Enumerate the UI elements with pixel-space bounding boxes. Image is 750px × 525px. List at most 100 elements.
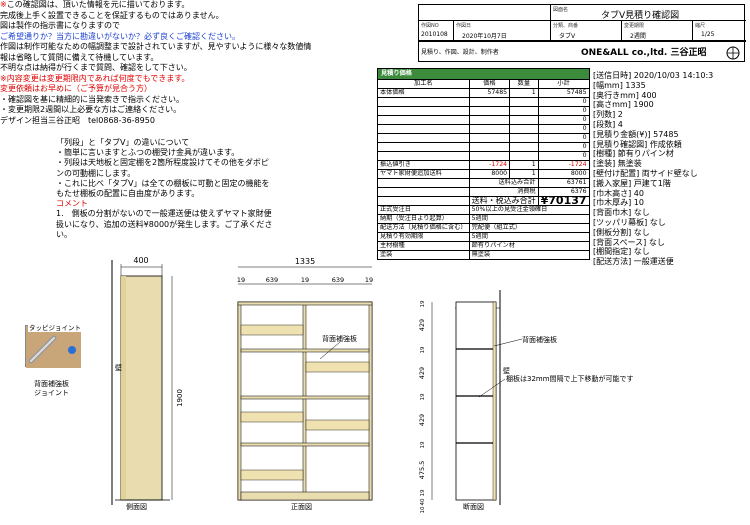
estimate-cell: 0 xyxy=(537,124,590,134)
estimate-cell: 1 xyxy=(509,169,539,179)
diff-line: 1. 側板の分割がないので一般運送便は使えずヤマト家財便 xyxy=(56,209,272,219)
estimate-cell xyxy=(377,196,470,206)
difference-notes: 「列段」と「タブV」の違いについて・簡単に言いますとふつの棚受け金具が違います。… xyxy=(56,138,356,240)
estimate-cell: 振込値引き xyxy=(377,160,470,170)
diff-line: い。 xyxy=(56,229,72,239)
estimate-cell: 0 xyxy=(537,142,590,152)
section-view: 5 390 5 429 429 429 475.5 19 19 19 19 19… xyxy=(418,290,634,514)
front-view-label: 正面図 xyxy=(291,503,312,511)
spec-line: [棚間指定] なし xyxy=(593,247,650,257)
section-view-label: 断面図 xyxy=(463,502,484,511)
field-label: 作図NO xyxy=(421,23,439,29)
spec-line: [ツッパリ幕板] なし xyxy=(593,217,666,227)
estimate-cell: 送料込み合計 xyxy=(468,178,539,188)
note-line: 不明な点は納得が行くまで質問、確認をして下さい。 xyxy=(0,63,192,72)
titleblock-field: 分類、商番タブV xyxy=(551,21,622,41)
note-line: ※内容変更は変更期限内であれば何度でもできます。 xyxy=(0,73,190,83)
doc-title: タブV見積り確認図 xyxy=(601,11,680,21)
joint-caption-line1: 背面補強板 xyxy=(34,380,69,388)
field-label: 縮尺 xyxy=(695,23,706,29)
estimate-cell xyxy=(509,142,539,152)
sec-h-3: 429 xyxy=(418,367,426,379)
estimate-row: 0 xyxy=(377,124,590,134)
estimate-cell xyxy=(509,97,539,107)
estimate-row: 送料・税込み合計¥70137 xyxy=(377,195,590,206)
estimate-cell xyxy=(377,178,470,188)
spec-line: [壁付け配置] 両サイド壁なし xyxy=(593,168,698,178)
doc-title-label: 図面名 xyxy=(553,7,569,13)
field-value: 2010108 xyxy=(421,31,448,38)
field-value: 1/25 xyxy=(701,31,715,38)
spec-line: [見積り確認図] 作成依頼 xyxy=(593,139,682,149)
estimate-cell: 0 xyxy=(537,133,590,143)
estimate-cell: 57485 xyxy=(468,88,511,98)
notes-block: ※この確認図は、頂いた情報を元に描いております。完成後上手く設置できることを保証… xyxy=(0,0,355,126)
info-label: 正式受注日 xyxy=(377,205,470,215)
estimate-cell: 0 xyxy=(537,97,590,107)
front-col-dim-2: 19 xyxy=(301,276,309,284)
title-blank xyxy=(419,5,551,21)
spec-line: [巾木厚み] 10 xyxy=(593,198,644,208)
sec-h-10: 10 xyxy=(420,506,426,513)
estimate-cell: 本体価格 xyxy=(377,88,470,98)
drawings: 400 1900 壁 側面図 1335 19 639 19 639 19 背面補… xyxy=(111,256,634,514)
estimate-cell: 数量 xyxy=(509,79,539,89)
estimate-row: 加工名価格数量小計 xyxy=(377,79,590,89)
estimate-row: 0 xyxy=(377,97,590,107)
estimate-cell xyxy=(377,106,470,116)
titleblock-field: 作図NO 2010108 xyxy=(419,21,454,41)
front-width: 1335 xyxy=(295,257,315,266)
estimate-cell xyxy=(468,133,511,143)
estimate-cell xyxy=(509,115,539,125)
side-width: 400 xyxy=(133,256,148,265)
spec-line: [背面巾木] なし xyxy=(593,208,650,218)
info-label: 納期（受注日より起算） xyxy=(377,214,470,224)
estimate-cell: 加工名 xyxy=(377,79,470,89)
spec-line: [搬入家屋] 戸建て1階 xyxy=(593,178,671,188)
joint-caption: 背面補強板 ジョイント xyxy=(34,380,69,398)
note-line: 完成後上手く設置できることを保証するものではありません。 xyxy=(0,10,224,20)
spec-line: [段数] 4 xyxy=(593,119,623,129)
estimate-cell xyxy=(509,106,539,116)
spec-line: [配送方法] 一般運送便 xyxy=(593,257,674,267)
estimate-cell xyxy=(509,133,539,143)
company-cell: 見積り、作図、設計、制作者 ONE&ALL co.,ltd. 三谷正昭 xyxy=(419,41,746,63)
estimate-cell xyxy=(468,115,511,125)
diff-line: もたせ棚板の配置に自由度があります。 xyxy=(56,189,200,199)
side-view-label: 側面図 xyxy=(126,502,147,511)
estimate-cell xyxy=(377,133,470,143)
spec-line: [樹種] 節有りパイン材 xyxy=(593,149,674,159)
front-col-dim-3: 639 xyxy=(332,276,344,284)
estimate-cell xyxy=(377,187,470,197)
note-line: ・変更期限2週間以上必要な方はご連絡ください。 xyxy=(0,105,182,114)
note-line: 図は製作の指示書になりますので xyxy=(0,21,120,30)
front-view: 1335 19 639 19 639 19 背面補強板 正面図 xyxy=(237,257,373,511)
sec-shelf-note: 棚板は32mm間隔で上下移動が可能です xyxy=(506,374,634,383)
field-label: 作図日 xyxy=(456,23,472,29)
estimate-cell: ヤマト家財便追加送料 xyxy=(377,169,470,179)
info-row: 塗装無塗装 xyxy=(377,250,590,260)
estimate-cell: 0 xyxy=(537,106,590,116)
info-value: 完配便（組立式） xyxy=(468,223,590,233)
note-line: 作図は制作可能なための幅調整まで設計されていますが、見やすいように様々な数値情 xyxy=(0,42,312,51)
info-label: 配送方法（見積り価格に含む） xyxy=(377,223,470,233)
estimate-row: 0 xyxy=(377,106,590,116)
estimate-cell: -1724 xyxy=(537,160,590,170)
sec-h-5: 429 xyxy=(418,414,426,426)
diff-line: 「列段」と「タブV」の違いについて xyxy=(56,138,190,147)
sec-h-8: 19 xyxy=(420,489,426,496)
estimate-cell: 価格 xyxy=(468,79,511,89)
front-col-dim-4: 19 xyxy=(365,276,373,284)
spec-line: [側板分割] なし xyxy=(593,227,650,237)
side-view: 400 1900 壁 側面図 xyxy=(111,256,184,511)
sec-h-6: 19 xyxy=(420,441,426,448)
estimate-cell xyxy=(509,124,539,134)
field-label: 分類、商番 xyxy=(553,23,579,29)
estimate-cell xyxy=(468,106,511,116)
spec-line: [送信日時] 2020/10/03 14:10:3 xyxy=(593,71,714,80)
sec-h-0: 19 xyxy=(420,300,426,307)
